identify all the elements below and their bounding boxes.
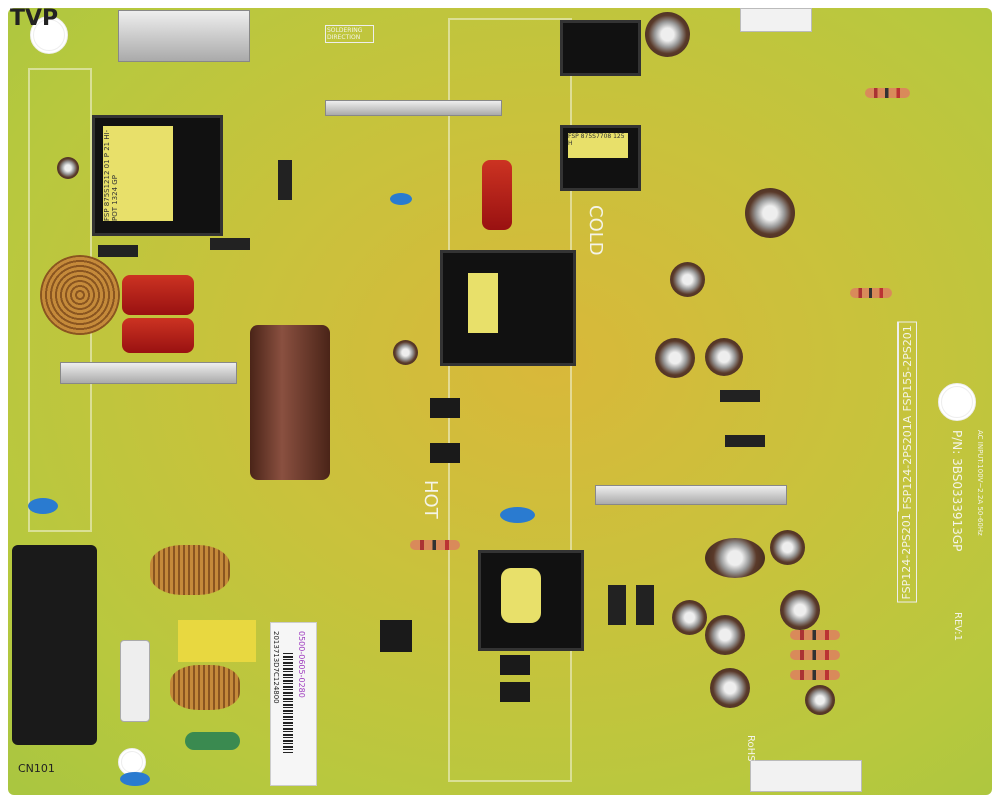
heatsink: [325, 100, 502, 116]
ceramic-capacitor: [390, 193, 412, 205]
capacitor: [393, 340, 418, 365]
capacitor: [770, 530, 805, 565]
capacitor: [805, 685, 835, 715]
common-mode-choke: [170, 665, 240, 710]
capacitor: [57, 157, 79, 179]
ac-input-rating: AC INPUT:100V~2.2A 50-60Hz: [976, 430, 984, 536]
barcode: [283, 653, 293, 753]
transformer-label: FSP 875S1212 01 P 21 HI-POT 1324 GP: [103, 126, 173, 221]
model-table: FSP124-2PS201 FSP124-2PS201A FSP155-2PS2…: [897, 322, 917, 603]
diode: [98, 245, 138, 257]
ceramic-capacitor: [500, 507, 535, 523]
transformer: [560, 20, 641, 76]
x-capacitor: [178, 620, 256, 662]
capacitor: [745, 188, 795, 238]
resistor: [865, 88, 910, 98]
toroid-inductor: [40, 255, 120, 335]
capacitor: [780, 590, 820, 630]
part-number: P/N: 3BS0333913GP: [950, 430, 964, 552]
resistor: [790, 650, 840, 660]
x-capacitor: [122, 275, 194, 315]
heatsink: [595, 485, 787, 505]
optocoupler: [500, 682, 530, 702]
diode: [278, 160, 292, 200]
capacitor: [482, 160, 512, 230]
transformer: [478, 550, 584, 651]
common-mode-choke: [150, 545, 230, 595]
optocoupler: [430, 443, 460, 463]
capacitor: [670, 262, 705, 297]
capacitor: [705, 338, 743, 376]
heatsink: [60, 362, 237, 384]
ic-chip: [380, 620, 412, 652]
x-capacitor: [122, 318, 194, 353]
rohs-mark: RoHS: [745, 735, 756, 762]
capacitor: [645, 12, 690, 57]
capacitor: [655, 338, 695, 378]
output-connector: [740, 8, 812, 32]
resistor: [410, 540, 460, 550]
diode: [608, 585, 626, 625]
diode: [720, 390, 760, 402]
label-serial: 2013713D7C124800: [272, 631, 280, 704]
solder-direction-label: SOLDERING DIRECTION: [325, 25, 374, 43]
pfc-transformer: [440, 250, 576, 366]
resistor: [790, 630, 840, 640]
optocoupler: [500, 655, 530, 675]
label-code: 0500-0605-0280: [297, 631, 306, 698]
capacitor: [705, 615, 745, 655]
ceramic-capacitor: [120, 772, 150, 786]
resistor: [850, 288, 892, 298]
revision: REV:1: [952, 612, 963, 642]
model-name: FSP155-2PS201: [898, 323, 916, 414]
ac-connector: [12, 545, 97, 745]
main-transformer: FSP 875S1212 01 P 21 HI-POT 1324 GP: [92, 115, 223, 236]
hot-side-label: HOT: [420, 480, 441, 519]
cold-side-label: COLD: [585, 205, 606, 256]
bulk-capacitor: [250, 325, 330, 480]
transformer-label: FSP 875S7708 125 H: [568, 133, 628, 158]
capacitor: [705, 538, 765, 578]
model-name: FSP124-2PS201A: [898, 413, 916, 512]
fuse: [120, 640, 150, 722]
model-name: FSP124-2PS201: [900, 513, 913, 600]
capacitor: [672, 600, 707, 635]
ceramic-capacitor: [28, 498, 58, 514]
diode: [636, 585, 654, 625]
logo: TVP: [10, 6, 59, 31]
output-connector: [750, 760, 862, 792]
y-capacitor: [185, 732, 240, 750]
diode: [725, 435, 765, 447]
connector-label: CN101: [18, 762, 55, 775]
mount-hole: [938, 383, 976, 421]
optocoupler: [430, 398, 460, 418]
resistor: [790, 670, 840, 680]
heatsink: [118, 10, 250, 62]
capacitor: [710, 668, 750, 708]
mount-hole: [30, 16, 68, 54]
transformer: FSP 875S7708 125 H: [560, 125, 641, 191]
barcode-label: 0500-0605-0280 2013713D7C124800: [270, 622, 317, 786]
diode: [210, 238, 250, 250]
